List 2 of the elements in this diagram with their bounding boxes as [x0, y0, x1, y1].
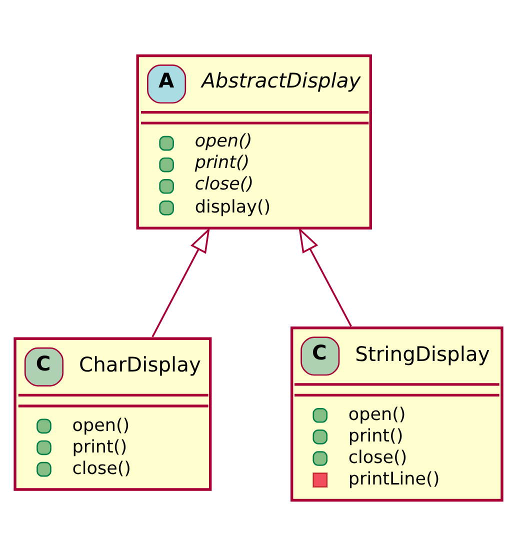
arrow: [152, 227, 210, 337]
arrow: [298, 226, 352, 326]
